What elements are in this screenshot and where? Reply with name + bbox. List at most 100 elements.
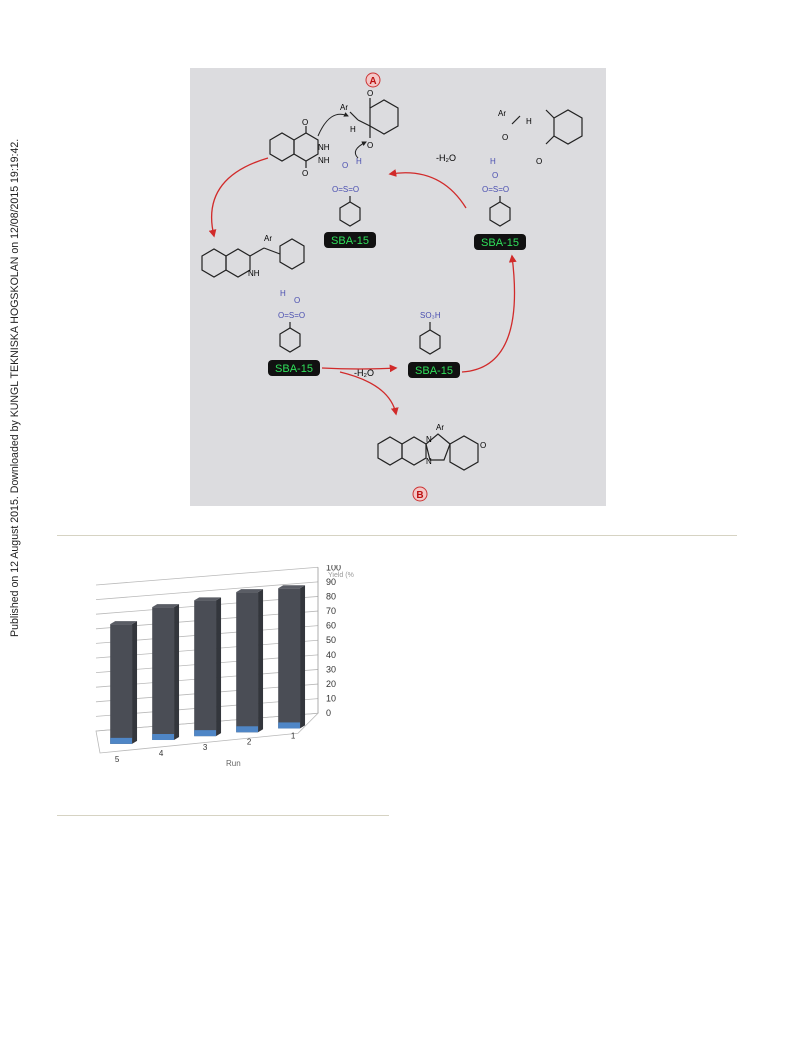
o-label-7: O xyxy=(480,441,486,450)
bar-side xyxy=(300,585,306,729)
bar-top xyxy=(152,604,180,608)
n-label-2: N xyxy=(426,457,432,466)
bar-side xyxy=(258,589,264,733)
o-label-5: O xyxy=(502,133,508,142)
product-structure xyxy=(377,433,479,471)
bar-base xyxy=(152,734,175,741)
svg-text:O=S=O: O=S=O xyxy=(332,185,359,194)
label-b: B xyxy=(412,486,428,502)
aryl-label-4: Ar xyxy=(436,423,444,432)
knoevenagel-adduct xyxy=(349,98,399,138)
o-label-3: O xyxy=(367,89,373,98)
svg-text:O=S=O: O=S=O xyxy=(482,185,509,194)
svg-text:O: O xyxy=(294,296,300,305)
arrow-bottom-to-right xyxy=(461,254,517,373)
svg-text:H: H xyxy=(280,289,286,298)
y-tick-label: 40 xyxy=(326,650,336,660)
chart-bars xyxy=(110,585,306,744)
y-tick-label: 30 xyxy=(326,664,336,674)
n-label-1: N xyxy=(426,435,432,444)
bar xyxy=(152,607,175,741)
y-tick-label: 80 xyxy=(326,591,336,601)
y-tick-label: 90 xyxy=(326,577,336,587)
arrow-left-to-bottom xyxy=(321,364,398,373)
nh-label-3: NH xyxy=(248,269,260,278)
scheme-background xyxy=(190,68,606,506)
addition-intermediate xyxy=(201,238,305,278)
x-axis-label: Run xyxy=(226,759,241,768)
y-tick-label: 100 xyxy=(326,565,341,572)
svg-text:SBA-15: SBA-15 xyxy=(331,235,369,247)
svg-text:H: H xyxy=(356,157,362,166)
chart-x-ticks: 5 4 3 2 1 xyxy=(115,731,296,763)
aryl-label-3: Ar xyxy=(264,234,272,243)
bar-base xyxy=(236,726,259,733)
x-tick-label: 3 xyxy=(203,743,208,752)
x-tick-label: 1 xyxy=(291,731,296,740)
svg-text:O=S=O: O=S=O xyxy=(278,311,305,320)
bar-top xyxy=(236,589,264,593)
bar xyxy=(110,624,133,744)
bar-top xyxy=(110,621,138,625)
bar-top xyxy=(194,597,222,601)
h-label-2: H xyxy=(526,117,532,126)
bar-side xyxy=(216,597,222,737)
bar-base xyxy=(110,737,133,744)
publication-note: Published on 12 August 2015. Downloaded … xyxy=(3,0,25,1039)
arrow-to-product xyxy=(339,371,399,416)
bar-base xyxy=(194,730,217,737)
dimedone-aldehyde xyxy=(511,109,583,145)
aryl-label-1: Ar xyxy=(340,103,348,112)
bar-base xyxy=(278,722,301,729)
section-rule-top xyxy=(57,535,737,536)
bar xyxy=(278,588,301,729)
y-tick-label: 20 xyxy=(326,679,336,689)
nh-label-1: NH xyxy=(318,143,330,152)
section-rule-bottom xyxy=(57,815,389,816)
o-label-4: O xyxy=(367,141,373,150)
yield-bar-chart: 0 10 20 30 40 50 60 70 80 90 100 5 4 3 2 1 Yield (% Ru… xyxy=(80,562,360,785)
svg-text:SBA-15: SBA-15 xyxy=(275,363,313,375)
x-tick-label: 4 xyxy=(159,749,164,758)
o-label-2: O xyxy=(302,169,308,178)
svg-text:SBA-15: SBA-15 xyxy=(415,365,453,377)
svg-text:O: O xyxy=(492,171,498,180)
y-tick-label: 0 xyxy=(326,708,331,718)
gridline xyxy=(95,581,319,600)
catalytic-cycle-scheme: A NH NH O O Ar H O O O H O=S=O SBA-15 xyxy=(190,68,606,506)
svg-text:SBA-15: SBA-15 xyxy=(481,237,519,249)
bar-top xyxy=(278,585,306,589)
sulfonic-catalyst-left: H O O=S=O SBA-15 xyxy=(268,289,320,376)
water-loss-top: -H₂O xyxy=(436,153,456,163)
svg-text:A: A xyxy=(369,76,376,87)
y-tick-label: 10 xyxy=(326,694,336,704)
x-tick-label: 2 xyxy=(247,737,252,746)
x-tick-label: 5 xyxy=(115,755,120,764)
y-tick-label: 60 xyxy=(326,621,336,631)
h-label-1: H xyxy=(350,125,356,134)
sulfonic-catalyst-right: H O O=S=O SBA-15 xyxy=(474,157,526,250)
o-label-1: O xyxy=(302,118,308,127)
o-label-6: O xyxy=(536,157,542,166)
sulfonic-catalyst-center: O H O=S=O SBA-15 xyxy=(324,157,376,248)
label-a: A xyxy=(365,72,381,88)
water-loss-bottom: -H₂O xyxy=(354,368,374,378)
phthalhydrazide-top xyxy=(269,126,319,168)
sulfonic-catalyst-bottom: SO₃H SBA-15 xyxy=(408,311,460,378)
nh-label-2: NH xyxy=(318,156,330,165)
publication-note-text: Published on 12 August 2015. Downloaded … xyxy=(9,139,21,637)
y-tick-label: 50 xyxy=(326,635,336,645)
svg-text:B: B xyxy=(416,490,423,501)
aryl-label-2: Ar xyxy=(498,109,506,118)
bar xyxy=(236,592,259,733)
svg-text:H: H xyxy=(490,157,496,166)
chart-y-ticks: 0 10 20 30 40 50 60 70 80 90 100 xyxy=(326,562,341,718)
bar-side xyxy=(174,604,180,741)
arrow-right-to-center xyxy=(388,169,467,209)
y-axis-label: Yield (% xyxy=(328,572,354,579)
svg-text:O: O xyxy=(342,161,348,170)
bar-side xyxy=(132,621,138,744)
y-tick-label: 70 xyxy=(326,606,336,616)
gridline xyxy=(95,566,319,586)
arrow-top-to-left xyxy=(208,157,269,238)
